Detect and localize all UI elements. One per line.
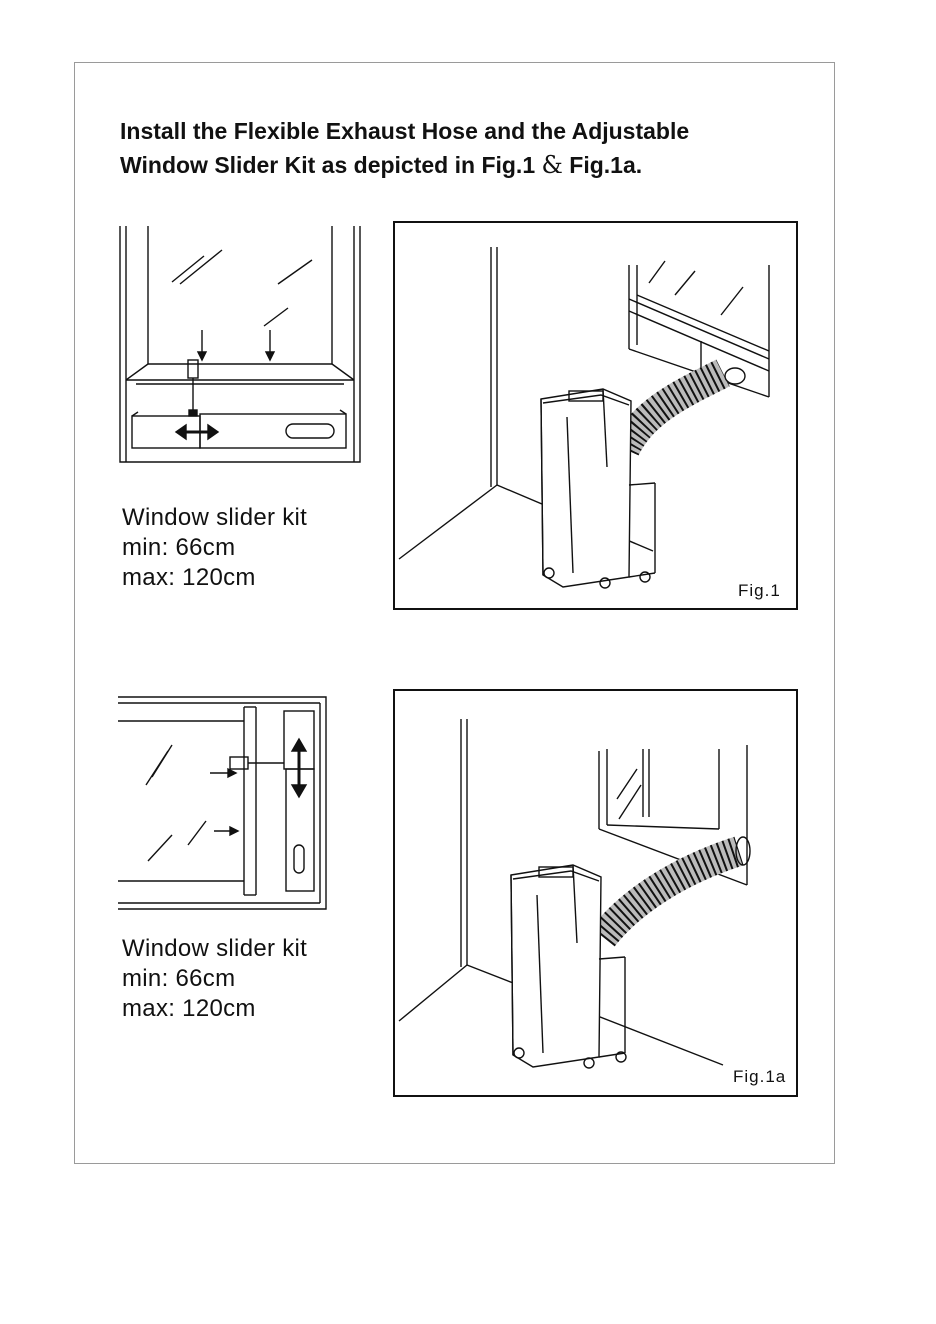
caption-min-width: min: 66cm (122, 533, 307, 563)
caption-kit-label: Window slider kit (122, 503, 307, 533)
title-line-2-prefix: Window Slider Kit as depicted in Fig.1 (120, 152, 535, 178)
caption-section-2: Window slider kit min: 66cm max: 120cm (122, 934, 307, 1024)
vertical-window-slider-illustration (118, 226, 362, 464)
title-line-1: Install the Flexible Exhaust Hose and th… (120, 114, 820, 148)
title-ampersand: & (542, 151, 563, 179)
fig-1-illustration (393, 221, 798, 610)
title-line-2: Window Slider Kit as depicted in Fig.1 &… (120, 148, 820, 182)
page-title: Install the Flexible Exhaust Hose and th… (120, 114, 820, 182)
fig-1-label: Fig.1 (738, 581, 781, 601)
caption-max-width: max: 120cm (122, 563, 307, 593)
caption-kit-label: Window slider kit (122, 934, 307, 964)
fig-1a-label: Fig.1a (733, 1067, 786, 1087)
fig-1a-illustration (393, 689, 798, 1097)
caption-min-width: min: 66cm (122, 964, 307, 994)
caption-section-1: Window slider kit min: 66cm max: 120cm (122, 503, 307, 593)
title-line-2-suffix: Fig.1a. (569, 152, 642, 178)
caption-max-width: max: 120cm (122, 994, 307, 1024)
horizontal-window-slider-illustration (118, 695, 330, 911)
